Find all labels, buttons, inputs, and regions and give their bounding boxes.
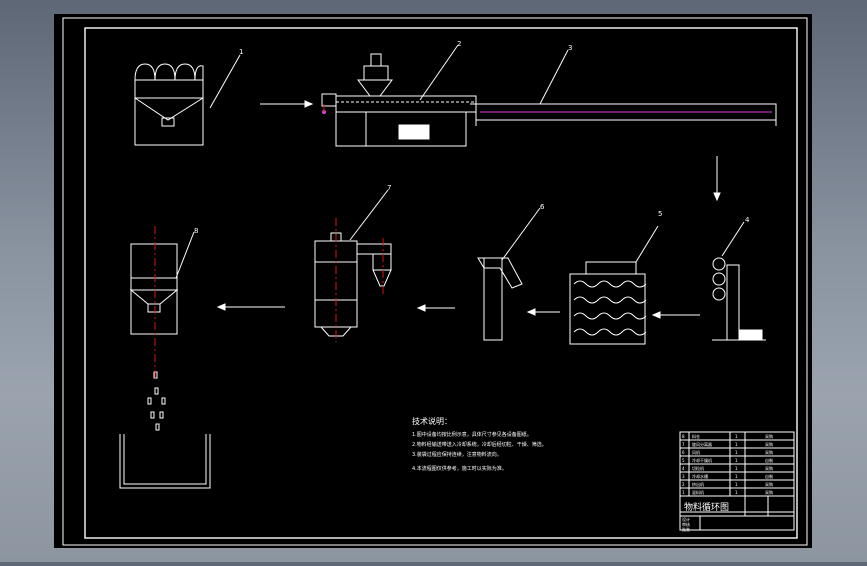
svg-text:设计: 设计 xyxy=(682,516,690,522)
svg-text:挤出机: 挤出机 xyxy=(692,481,704,487)
svg-text:旋风分离器: 旋风分离器 xyxy=(692,441,712,447)
callout-7: 7 xyxy=(387,184,391,192)
svg-text:1: 1 xyxy=(735,450,738,455)
pelletizer xyxy=(712,257,766,341)
svg-text:混料机: 混料机 xyxy=(692,489,704,495)
callout-labels: 1 2 3 4 5 6 7 8 xyxy=(194,40,750,235)
centerlines xyxy=(154,218,384,380)
svg-text:料仓: 料仓 xyxy=(692,433,700,439)
drawing-sheet xyxy=(54,14,812,548)
leader-line-8 xyxy=(175,231,195,279)
outer-frame xyxy=(62,17,808,546)
leader-line-4 xyxy=(721,221,745,257)
parts-list: 8 料仓 1 采购 7 旋风分离器 1 采购 6 风机 1 采购 5 冷却干燥机… xyxy=(682,433,773,495)
title-block xyxy=(679,431,795,531)
extruder xyxy=(321,53,477,147)
cooling-water-tank xyxy=(470,103,777,126)
svg-text:1: 1 xyxy=(682,490,685,495)
svg-text:1: 1 xyxy=(735,442,738,447)
leader-line-7 xyxy=(349,189,389,241)
mixer-hopper xyxy=(134,63,204,146)
svg-text:7: 7 xyxy=(682,442,685,447)
svg-text:采购: 采购 xyxy=(765,441,773,447)
leader-line-6 xyxy=(501,207,541,261)
leader-line-5 xyxy=(635,225,659,263)
svg-text:切粒机: 切粒机 xyxy=(692,465,704,471)
callout-2: 2 xyxy=(457,40,461,48)
storage-silo xyxy=(129,243,179,335)
svg-text:冷却干燥机: 冷却干燥机 xyxy=(692,457,712,463)
svg-text:采购: 采购 xyxy=(765,481,773,487)
svg-text:2: 2 xyxy=(682,482,685,487)
callout-5: 5 xyxy=(658,210,662,218)
cooling-dryer xyxy=(569,261,647,345)
svg-text:采购: 采购 xyxy=(765,433,773,439)
svg-text:批准: 批准 xyxy=(682,526,690,532)
callout-4: 4 xyxy=(745,216,750,224)
approval-labels: 设计 审核 批准 xyxy=(682,516,690,532)
svg-text:采购: 采购 xyxy=(765,489,773,495)
svg-text:1: 1 xyxy=(735,474,738,479)
technical-notes: 技术说明： 1.图中设备均按比例示意，具体尺寸参见各设备图纸。 2.物料经输送带… xyxy=(412,416,547,472)
collection-bin xyxy=(119,434,211,489)
svg-text:自制: 自制 xyxy=(765,473,773,479)
svg-text:采购: 采购 xyxy=(765,465,773,471)
svg-text:采购: 采购 xyxy=(765,449,773,455)
svg-text:1: 1 xyxy=(735,490,738,495)
svg-text:6: 6 xyxy=(682,450,685,455)
svg-text:自制: 自制 xyxy=(765,457,773,463)
notes-title: 技术说明： xyxy=(412,416,452,426)
notes-line-3: 3.装袋过程应保持连续，注意物料流向。 xyxy=(412,451,502,458)
svg-text:风机: 风机 xyxy=(692,449,700,455)
svg-text:1: 1 xyxy=(735,458,738,463)
inner-frame xyxy=(84,27,798,539)
svg-text:审核: 审核 xyxy=(682,521,690,527)
svg-text:1: 1 xyxy=(735,466,738,471)
svg-text:4: 4 xyxy=(682,466,685,471)
svg-text:5: 5 xyxy=(682,458,685,463)
notes-line-4: 4.本流程图仅供参考，施工时以实际为准。 xyxy=(412,465,507,472)
leader-line-1 xyxy=(209,54,241,109)
callout-3: 3 xyxy=(568,44,572,52)
leader-line-3 xyxy=(539,49,569,105)
svg-text:1: 1 xyxy=(735,434,738,439)
svg-text:3: 3 xyxy=(682,474,685,479)
svg-text:8: 8 xyxy=(682,434,685,439)
callout-1: 1 xyxy=(239,48,243,56)
drawing-title: 物料循环图 xyxy=(684,501,729,513)
blower xyxy=(477,257,523,341)
svg-text:1: 1 xyxy=(735,482,738,487)
collection-bin-inner xyxy=(123,434,207,485)
notes-line-1: 1.图中设备均按比例示意，具体尺寸参见各设备图纸。 xyxy=(412,431,532,438)
svg-text:冷却水槽: 冷却水槽 xyxy=(692,473,708,479)
notes-line-2: 2.物料经输送带送入冷却系统，冷却后经切粒、干燥、筛选。 xyxy=(412,441,547,448)
leader-line-2 xyxy=(419,44,459,101)
callout-6: 6 xyxy=(540,203,545,211)
callout-8: 8 xyxy=(194,227,198,235)
falling-pellets xyxy=(147,371,166,431)
